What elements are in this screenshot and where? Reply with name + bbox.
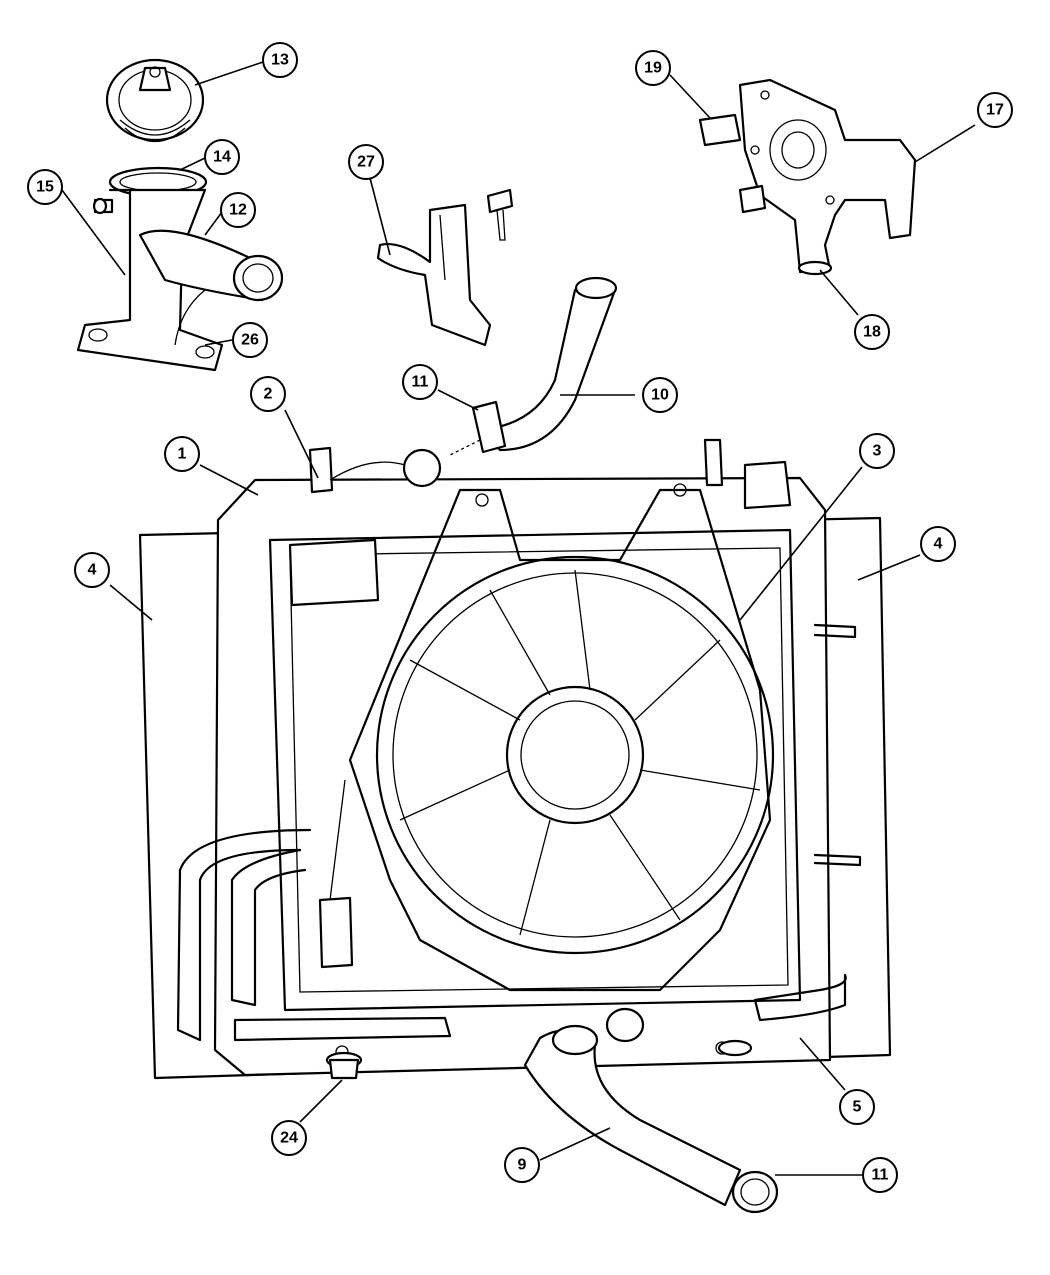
callout-12: 12 xyxy=(220,192,256,228)
right-cooler-line-part xyxy=(753,623,862,1022)
callout-12-label: 12 xyxy=(229,202,247,219)
leader-lines xyxy=(61,61,976,1176)
callout-24: 24 xyxy=(271,1120,307,1156)
cooler-lines-part xyxy=(176,779,452,1042)
upper-hose-part xyxy=(449,276,618,456)
callout-19-label: 19 xyxy=(644,60,662,77)
lower-mount-part xyxy=(325,1039,753,1080)
callout-2-label: 2 xyxy=(264,386,273,403)
callout-5-label: 5 xyxy=(853,1099,862,1116)
thermostat-part xyxy=(105,58,205,142)
callout-11-upper: 11 xyxy=(402,364,438,400)
callout-26: 26 xyxy=(232,322,268,358)
callout-9-label: 9 xyxy=(518,1157,527,1174)
callout-18-label: 18 xyxy=(863,324,881,341)
callout-19: 19 xyxy=(635,50,671,86)
water-outlet-housing-part xyxy=(698,78,917,276)
callout-3: 3 xyxy=(859,433,895,469)
callout-14-label: 14 xyxy=(213,149,231,166)
fan-shroud-part xyxy=(348,488,775,992)
callout-1: 1 xyxy=(164,436,200,472)
lower-hose-part xyxy=(523,1007,779,1214)
callout-17-label: 17 xyxy=(986,102,1004,119)
callout-13-label: 13 xyxy=(271,52,289,69)
bracket-part xyxy=(376,188,514,347)
callout-27-label: 27 xyxy=(357,154,375,171)
callout-5: 5 xyxy=(839,1089,875,1125)
callout-10-label: 10 xyxy=(651,387,669,404)
callout-4-left-label: 4 xyxy=(88,562,97,579)
callout-17: 17 xyxy=(977,92,1013,128)
callout-2: 2 xyxy=(250,376,286,412)
callout-24-label: 24 xyxy=(280,1130,298,1147)
callout-10: 10 xyxy=(642,377,678,413)
callout-15-label: 15 xyxy=(36,179,54,196)
callout-1-label: 1 xyxy=(178,446,187,463)
callout-3-label: 3 xyxy=(873,443,882,460)
callout-26-label: 26 xyxy=(241,332,259,349)
callout-11-lower-label: 11 xyxy=(872,1167,889,1184)
callout-11-lower: 11 xyxy=(862,1157,898,1193)
callout-4-right: 4 xyxy=(920,526,956,562)
callout-15: 15 xyxy=(27,169,63,205)
callout-11-upper-label: 11 xyxy=(412,374,429,391)
callout-18: 18 xyxy=(854,314,890,350)
callout-14: 14 xyxy=(204,139,240,175)
callout-4-right-label: 4 xyxy=(934,536,943,553)
callout-4-left: 4 xyxy=(74,552,110,588)
callout-13: 13 xyxy=(262,42,298,78)
callout-9: 9 xyxy=(504,1147,540,1183)
callout-27: 27 xyxy=(348,144,384,180)
thermostat-housing-part xyxy=(76,188,284,372)
